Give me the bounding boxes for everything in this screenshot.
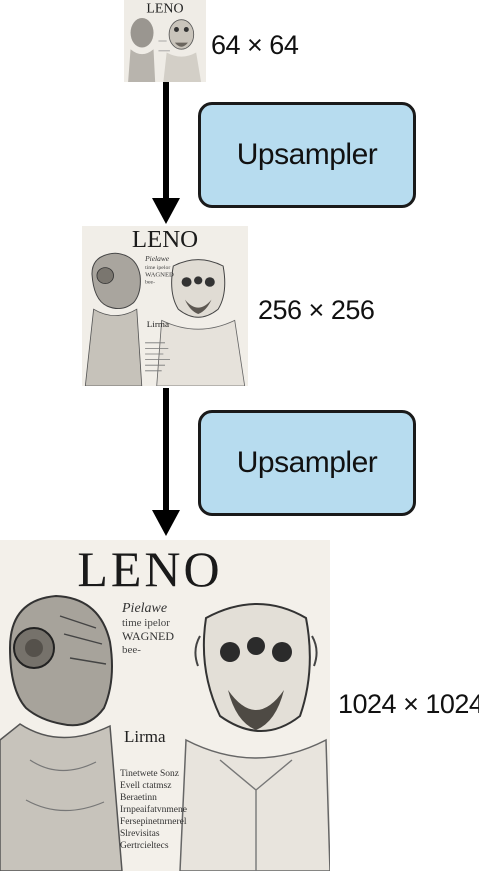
note-line-256-1: Pielawe	[144, 254, 170, 263]
note-line-1024-2: time ipelor	[122, 617, 170, 629]
footer-line-4: Irnpeaifatvnmene	[120, 804, 187, 815]
note-line-256-3: WAGNED	[145, 271, 174, 278]
size-label-64: 64 × 64	[211, 30, 299, 60]
size-label-1024: 1024 × 1024	[338, 689, 479, 719]
footer-line-3: Beraetinn	[120, 793, 157, 803]
sketch-64: LENO	[124, 0, 206, 82]
footer-line-1: Tinetwete Sonz	[120, 769, 179, 779]
footer-line-5: Fersepinetnrnerel	[120, 817, 187, 827]
arrow-down-2	[152, 388, 180, 536]
note-line-1024-1: Pielawe	[121, 601, 167, 616]
footer-line-2: Evell ctatmsz	[120, 781, 171, 791]
leno-title-64: LENO	[146, 1, 183, 16]
upsampler-box-2: Upsampler	[198, 410, 416, 516]
image-256: LENO Pielawe time ipelor WAGNED bee- Lir…	[82, 226, 248, 386]
arrow-down-1	[152, 82, 180, 224]
upsampler-box-1: Upsampler	[198, 102, 416, 208]
sketch-1024: LENO Pielawe time ipelor WAGNED bee- Lir…	[0, 540, 330, 871]
note-line-1024-4: bee-	[122, 644, 141, 656]
image-1024: LENO Pielawe time ipelor WAGNED bee- Lir…	[0, 540, 330, 871]
note-line-256-4: bee-	[145, 280, 155, 286]
caption-256: Lirma	[147, 319, 169, 329]
footer-line-6: Slrevisitas	[120, 829, 160, 839]
note-line-256-2: time ipelor	[145, 265, 170, 271]
leno-title-256: LENO	[132, 226, 198, 252]
footer-line-7: Gertrcieltecs	[120, 841, 169, 851]
image-64: LENO	[124, 0, 206, 82]
sketch-256: LENO Pielawe time ipelor WAGNED bee- Lir…	[82, 226, 248, 386]
leno-title-1024: LENO	[77, 541, 222, 597]
caption-1024: Lirma	[124, 727, 166, 746]
size-label-256: 256 × 256	[258, 295, 375, 325]
note-line-1024-3: WAGNED	[122, 629, 174, 643]
